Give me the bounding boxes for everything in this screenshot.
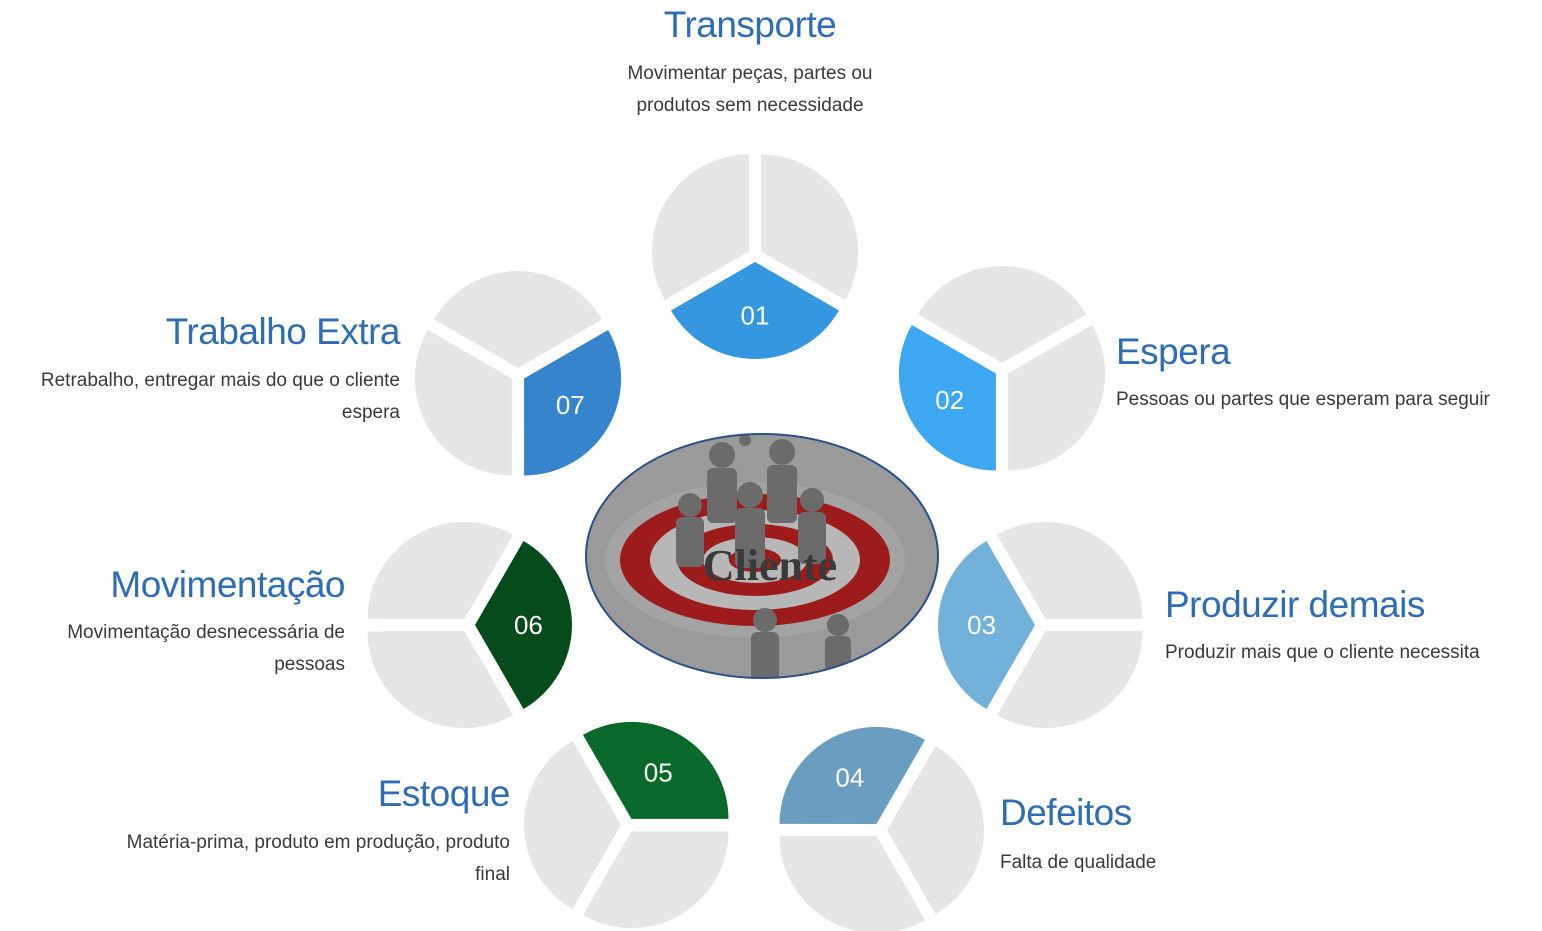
petal-01-highlight bbox=[671, 262, 839, 359]
petal-03-segment bbox=[997, 521, 1143, 619]
petal-05-segment bbox=[583, 831, 729, 929]
petal-number-02: 02 bbox=[935, 385, 964, 415]
title-estoque: Estoque bbox=[377, 773, 511, 814]
desc-defeitos: Falta de qualidade bbox=[1000, 852, 1157, 873]
petals: 01 02 03 04 05 06 07 bbox=[367, 154, 1143, 931]
petal-04-segment bbox=[779, 836, 925, 931]
petal-07-segment bbox=[414, 330, 512, 476]
title-produzir-demais: Produzir demais bbox=[1165, 584, 1425, 625]
petal-05: 05 bbox=[524, 721, 729, 929]
petal-number-05: 05 bbox=[644, 758, 673, 788]
desc-espera: Pessoas ou partes que esperam para segui… bbox=[1116, 389, 1490, 410]
petal-06-segment bbox=[367, 631, 513, 729]
petal-03-segment bbox=[997, 631, 1143, 729]
petal-number-07: 07 bbox=[556, 390, 585, 420]
petal-06-highlight bbox=[475, 541, 572, 709]
title-movimentacao: Movimentação bbox=[110, 564, 345, 605]
petal-04-segment bbox=[887, 746, 984, 914]
petal-02-segment bbox=[1008, 325, 1106, 471]
petal-01-segment bbox=[651, 154, 749, 300]
title-trabalho-extra: Trabalho Extra bbox=[165, 311, 401, 352]
petal-07-segment bbox=[434, 271, 602, 368]
petal-03: 03 bbox=[938, 521, 1143, 729]
petal-03-highlight bbox=[938, 541, 1035, 709]
petal-01: 01 bbox=[651, 154, 859, 359]
petal-02: 02 bbox=[898, 266, 1106, 471]
petal-02-segment bbox=[918, 266, 1086, 363]
title-defeitos: Defeitos bbox=[1000, 792, 1132, 833]
petal-number-04: 04 bbox=[835, 763, 864, 793]
title-transporte: Transporte bbox=[663, 4, 837, 45]
petal-04: 04 bbox=[779, 726, 984, 931]
desc-produzir-demais: Produzir mais que o cliente necessita bbox=[1165, 642, 1480, 663]
petal-number-03: 03 bbox=[967, 610, 996, 640]
center-target: Cliente bbox=[585, 433, 939, 679]
desc-movimentacao: Movimentação desnecessária de pessoas bbox=[67, 622, 345, 675]
petal-06-segment bbox=[367, 521, 513, 619]
petal-number-01: 01 bbox=[741, 300, 770, 330]
desc-transporte: Movimentar peças, partes ou produtos sem… bbox=[627, 63, 873, 116]
petal-01-segment bbox=[761, 154, 859, 300]
center-label: Cliente bbox=[703, 541, 837, 590]
petal-07-highlight bbox=[524, 330, 622, 476]
desc-trabalho-extra: Retrabalho, entregar mais do que o clien… bbox=[40, 370, 400, 423]
petal-05-segment bbox=[524, 741, 621, 909]
petal-04-highlight bbox=[779, 726, 925, 824]
desc-estoque: Matéria-prima, produto em produção, prod… bbox=[126, 832, 510, 885]
title-espera: Espera bbox=[1116, 331, 1231, 372]
petal-05-highlight bbox=[583, 721, 729, 819]
petal-07: 07 bbox=[414, 271, 622, 476]
petal-02-highlight bbox=[898, 325, 996, 471]
petal-06: 06 bbox=[367, 521, 572, 729]
petal-number-06: 06 bbox=[514, 610, 543, 640]
